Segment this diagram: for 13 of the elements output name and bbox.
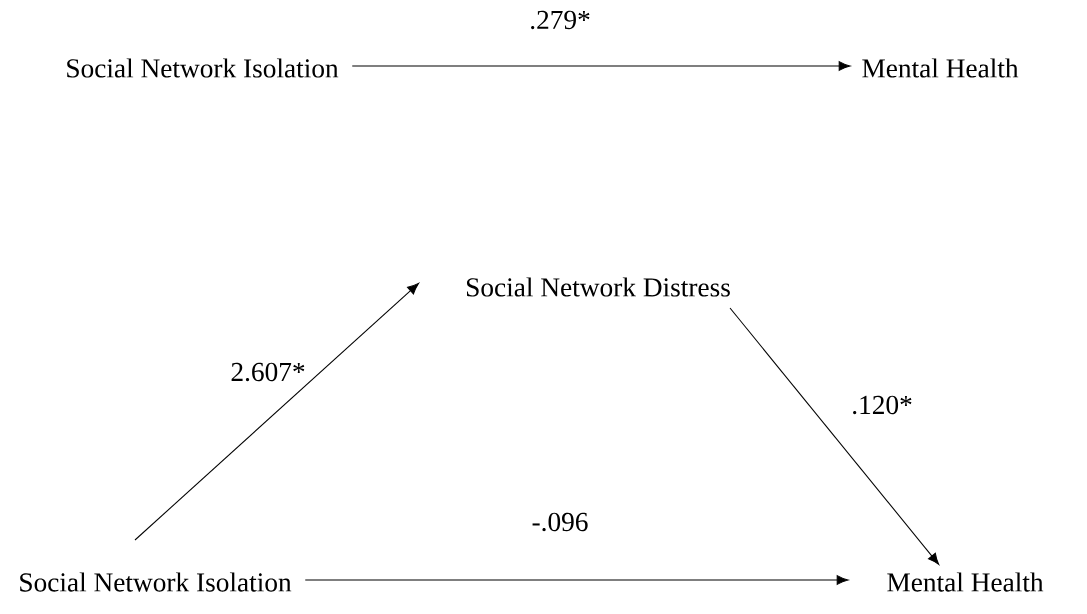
edge-label: -.096 bbox=[532, 512, 588, 532]
node-label: Mental Health bbox=[862, 58, 1019, 78]
node-label: Mental Health bbox=[887, 572, 1044, 592]
arrow bbox=[134, 282, 419, 541]
node-label: Social Network Isolation bbox=[67, 58, 339, 78]
arrow bbox=[351, 61, 851, 71]
edge-label: .120* bbox=[853, 395, 912, 415]
edge-label: .279* bbox=[531, 10, 590, 30]
node-label: Social Network Distress bbox=[467, 277, 730, 297]
node-label: Social Network Isolation bbox=[20, 572, 292, 592]
edge-label: 2.607* bbox=[231, 362, 305, 382]
arrow bbox=[729, 307, 940, 565]
arrow bbox=[304, 575, 849, 585]
